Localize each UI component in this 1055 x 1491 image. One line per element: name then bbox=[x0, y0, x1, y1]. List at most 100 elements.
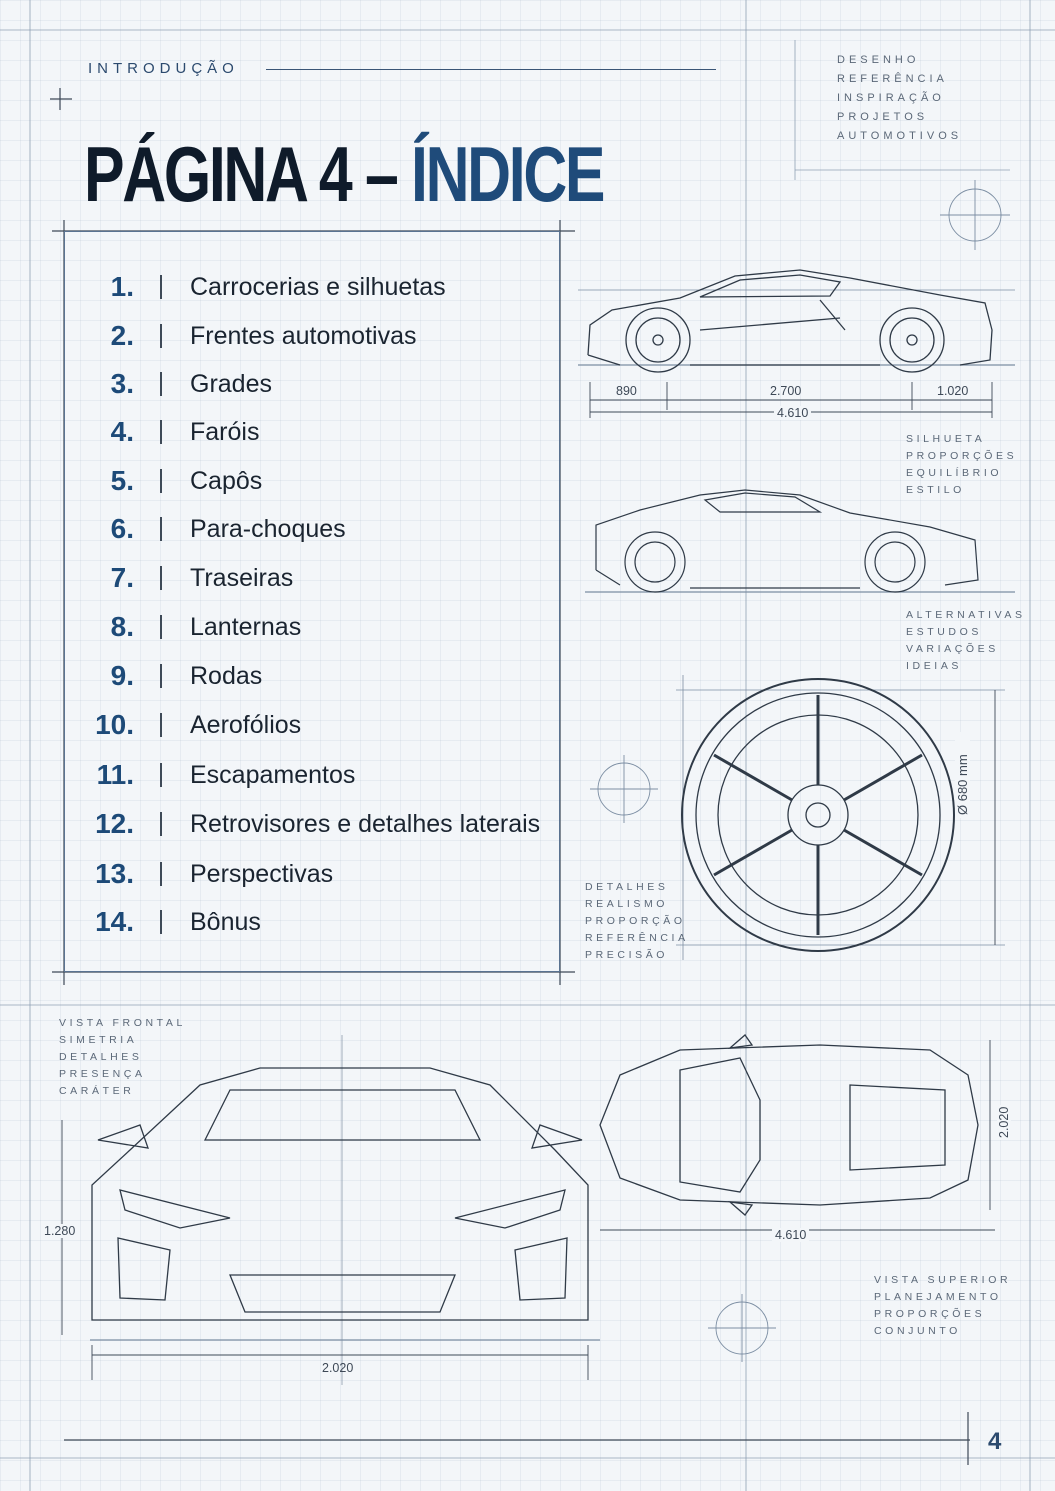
top-right-tags: DESENHO REFERÊNCIA INSPIRAÇÃO PROJETOS A… bbox=[837, 51, 962, 146]
index-separator bbox=[160, 566, 162, 590]
index-separator bbox=[160, 469, 162, 493]
tag: REFERÊNCIA bbox=[585, 932, 689, 944]
index-separator bbox=[160, 517, 162, 541]
dim-length: 4.610 bbox=[774, 406, 812, 420]
front-view-tags: VISTA FRONTAL SIMETRIA DETALHES PRESENÇA… bbox=[59, 1015, 186, 1100]
tag: PROPORÇÕES bbox=[874, 1308, 986, 1320]
tag: PRESENÇA bbox=[59, 1068, 146, 1080]
side-view-tags: SILHUETA PROPORÇÕES EQUILÍBRIO ESTILO bbox=[906, 431, 1017, 499]
index-label: Capôs bbox=[190, 467, 263, 495]
page-number: 4 bbox=[988, 1428, 1002, 1455]
tag: PROPORÇÕES bbox=[906, 450, 1018, 462]
index-number: 9. bbox=[110, 660, 134, 691]
index-item[interactable]: 11. Escapamentos bbox=[64, 755, 560, 795]
index-label: Faróis bbox=[190, 418, 260, 446]
tag: EQUILÍBRIO bbox=[906, 467, 1003, 479]
tag: VISTA SUPERIOR bbox=[874, 1274, 1012, 1286]
index-number: 1. bbox=[110, 271, 134, 302]
index-separator bbox=[160, 664, 162, 688]
dim-wheelbase: 2.700 bbox=[770, 384, 802, 398]
index-item[interactable]: 13. Perspectivas bbox=[64, 854, 560, 894]
index-label: Perspectivas bbox=[190, 860, 334, 888]
page-title: PÁGINA 4 – ÍNDICE bbox=[84, 128, 606, 220]
index-item[interactable]: 14. Bônus bbox=[64, 902, 560, 942]
index-separator bbox=[160, 812, 162, 836]
tag: AUTOMOTIVOS bbox=[837, 130, 963, 142]
index-separator bbox=[160, 910, 162, 934]
tag: REFERÊNCIA bbox=[837, 73, 948, 85]
index-number: 14. bbox=[95, 906, 134, 937]
index-item[interactable]: 9. Rodas bbox=[64, 656, 560, 696]
tag: DETALHES bbox=[585, 881, 669, 893]
index-separator bbox=[160, 615, 162, 639]
tag: PROPORÇÃO bbox=[585, 915, 686, 927]
index-item[interactable]: 6. Para-choques bbox=[64, 509, 560, 549]
dim-front-overhang: 890 bbox=[616, 384, 637, 398]
index-separator bbox=[160, 372, 162, 396]
index-number: 6. bbox=[110, 513, 134, 544]
index-number: 7. bbox=[110, 562, 134, 593]
wheel-view-tags: DETALHES REALISMO PROPORÇÃO REFERÊNCIA P… bbox=[585, 879, 689, 964]
alt-view-tags: ALTERNATIVAS ESTUDOS VARIAÇÕES IDEIAS bbox=[906, 607, 1026, 675]
tag: ESTUDOS bbox=[906, 626, 982, 638]
top-view-tags: VISTA SUPERIOR PLANEJAMENTO PROPORÇÕES C… bbox=[874, 1272, 1011, 1340]
tag: IDEIAS bbox=[906, 660, 963, 672]
index-panel bbox=[64, 231, 560, 972]
index-label: Carrocerias e silhuetas bbox=[190, 273, 446, 301]
index-number: 4. bbox=[110, 416, 134, 447]
front-height-label: 1.280 bbox=[42, 1224, 78, 1238]
tag: INSPIRAÇÃO bbox=[837, 92, 945, 104]
tag: VISTA FRONTAL bbox=[59, 1017, 186, 1029]
index-number: 11. bbox=[96, 759, 134, 790]
index-separator bbox=[160, 420, 162, 444]
index-separator bbox=[160, 324, 162, 348]
index-label: Retrovisores e detalhes laterais bbox=[190, 810, 541, 838]
index-label: Lanternas bbox=[190, 613, 302, 641]
index-item[interactable]: 12. Retrovisores e detalhes laterais bbox=[64, 804, 560, 844]
index-label: Para-choques bbox=[190, 515, 346, 543]
tag: PLANEJAMENTO bbox=[874, 1291, 1002, 1303]
kicker-divider bbox=[266, 69, 716, 70]
tag: SILHUETA bbox=[906, 433, 986, 445]
index-item[interactable]: 7. Traseiras bbox=[64, 558, 560, 598]
index-separator bbox=[160, 713, 162, 737]
index-label: Escapamentos bbox=[190, 761, 356, 789]
tag: ALTERNATIVAS bbox=[906, 609, 1026, 621]
dim-rear-overhang: 1.020 bbox=[937, 384, 969, 398]
tag: PRECISÃO bbox=[585, 949, 669, 961]
section-kicker: INTRODUÇÃO bbox=[88, 60, 239, 77]
index-number: 13. bbox=[95, 858, 134, 889]
index-label: Rodas bbox=[190, 662, 263, 690]
top-width-label: 2.020 bbox=[997, 1104, 1011, 1140]
tag: DETALHES bbox=[59, 1051, 143, 1063]
index-label: Traseiras bbox=[190, 564, 294, 592]
tag: PROJETOS bbox=[837, 111, 929, 123]
index-item[interactable]: 2.Frentes automotivas bbox=[64, 316, 560, 356]
index-label: Bônus bbox=[190, 908, 261, 936]
page-title-main: PÁGINA 4 – bbox=[84, 130, 412, 218]
index-item[interactable]: 5. Capôs bbox=[64, 461, 560, 501]
tag: SIMETRIA bbox=[59, 1034, 138, 1046]
tag: DESENHO bbox=[837, 54, 920, 66]
index-number: 5. bbox=[110, 465, 134, 496]
index-separator bbox=[160, 763, 162, 787]
index-number: 10. bbox=[95, 709, 134, 740]
index-item[interactable]: 8.Lanternas bbox=[64, 607, 560, 647]
index-separator bbox=[160, 862, 162, 886]
top-length-label: 4.610 bbox=[772, 1228, 810, 1242]
index-label: Aerofólios bbox=[190, 711, 302, 739]
wheel-diameter-label: Ø 680 mm bbox=[955, 732, 970, 818]
index-item[interactable]: 1. Carrocerias e silhuetas bbox=[64, 267, 560, 307]
index-label: Frentes automotivas bbox=[190, 322, 417, 350]
index-label: Grades bbox=[190, 370, 272, 398]
tag: REALISMO bbox=[585, 898, 669, 910]
index-separator bbox=[160, 275, 162, 299]
front-width-label: 2.020 bbox=[322, 1361, 354, 1375]
index-number: 3. bbox=[110, 368, 134, 399]
page-title-accent: ÍNDICE bbox=[411, 130, 606, 218]
tag: VARIAÇÕES bbox=[906, 643, 999, 655]
index-number: 12. bbox=[95, 808, 134, 839]
index-item[interactable]: 3. Grades bbox=[64, 364, 560, 404]
index-item[interactable]: 10. Aerofólios bbox=[64, 705, 560, 745]
index-item[interactable]: 4. Faróis bbox=[64, 412, 560, 452]
